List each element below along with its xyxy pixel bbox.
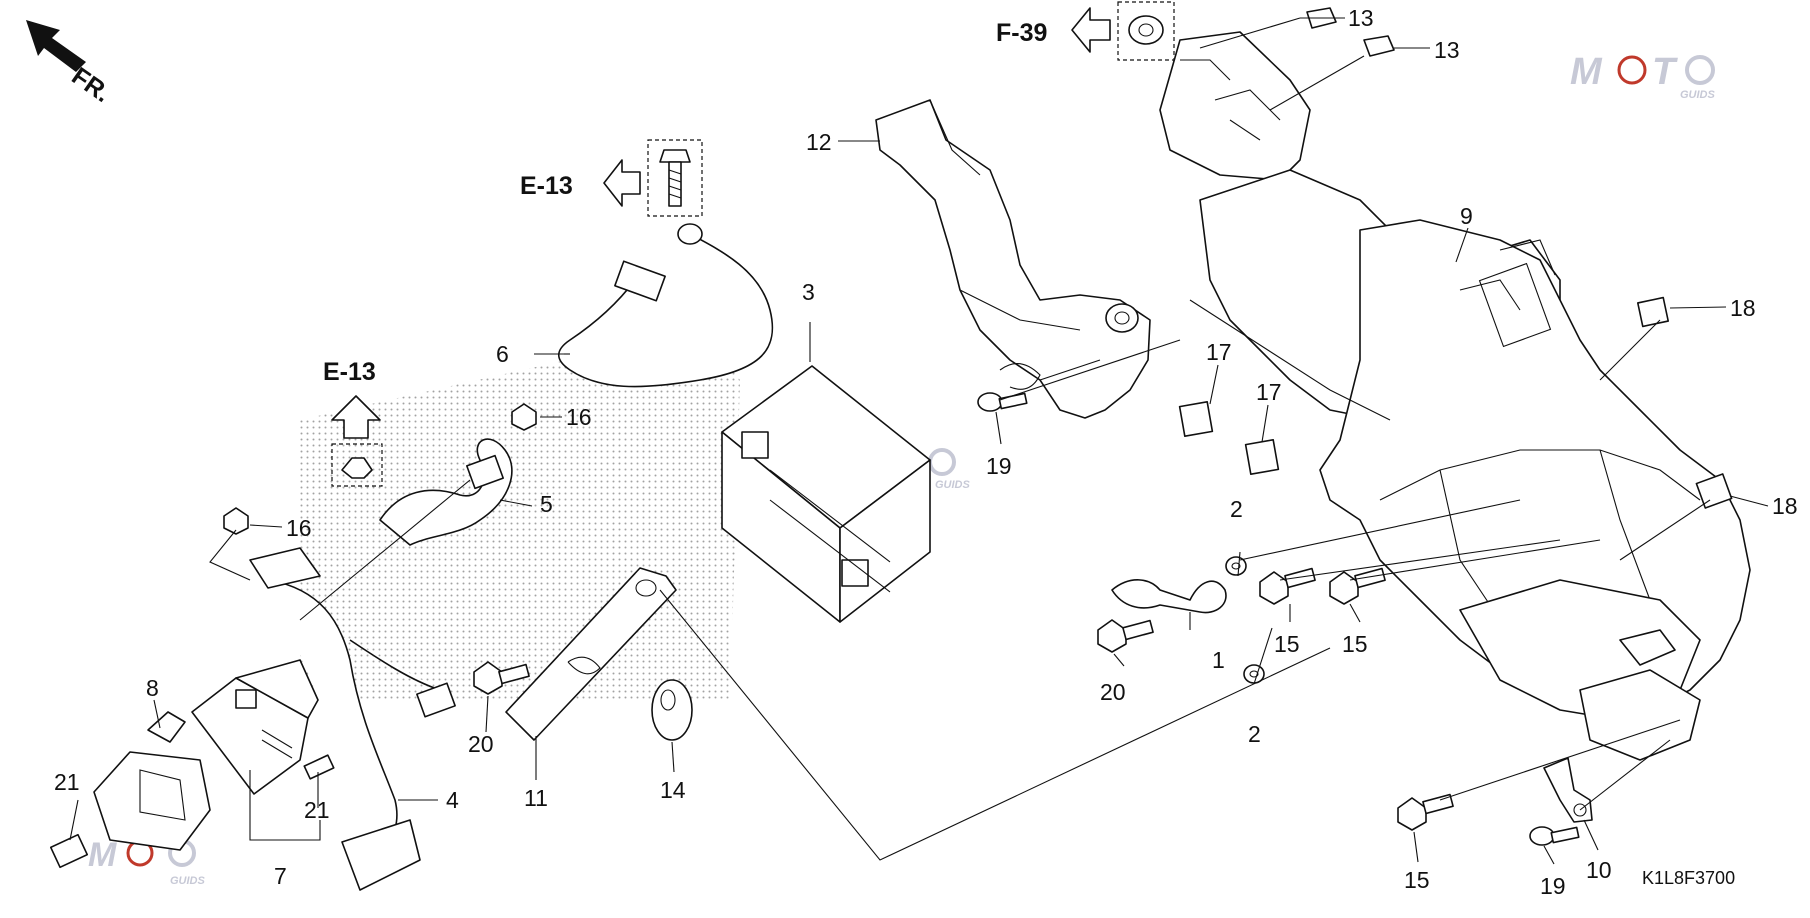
callout-5: 5: [540, 491, 553, 517]
part-18-clip-a: [1636, 296, 1670, 328]
part-21-fuse-b: [49, 833, 89, 869]
callout-2-upper: 2: [1230, 496, 1243, 522]
part-13-clip-b: [1363, 35, 1395, 57]
part-15-bolt-a: [1259, 567, 1316, 605]
callout-4: 4: [446, 787, 459, 813]
ref-f39-label: F-39: [996, 19, 1047, 47]
ref-e13-left-arrow-icon: [331, 395, 381, 439]
svg-text:GUIDS: GUIDS: [1680, 89, 1716, 101]
callout-2-lower: 2: [1248, 721, 1261, 747]
callout-19-upper: 19: [986, 453, 1012, 479]
callout-21-right: 21: [304, 797, 330, 823]
diagram-code: K1L8F3700: [1642, 868, 1735, 888]
part-19-screw-a: [977, 392, 1028, 412]
svg-text:M: M: [88, 836, 117, 874]
part-9-battery-box: [1159, 31, 1751, 761]
part-3-battery: [721, 365, 931, 623]
bolt-head-icon: [659, 149, 691, 163]
part-7-relay: [191, 659, 319, 795]
part-10-stay: [1543, 757, 1593, 823]
callout-19-lower: 19: [1540, 873, 1566, 899]
callout-6: 6: [496, 341, 509, 367]
nut-icon: [341, 457, 373, 479]
callout-13-lower: 13: [1434, 37, 1460, 63]
callout-7: 7: [274, 863, 287, 889]
part-17-plate-b: [1244, 438, 1280, 476]
callout-1: 1: [1212, 647, 1225, 673]
part-14-grommet: [651, 679, 693, 741]
callout-15-bottom: 15: [1404, 867, 1430, 893]
svg-text:GUIDS: GUIDS: [935, 479, 971, 491]
callout-8: 8: [146, 675, 159, 701]
ref-e13-upper-box: [647, 139, 703, 217]
callout-16-lower: 16: [286, 515, 312, 541]
svg-text:GUIDS: GUIDS: [170, 875, 206, 887]
part-15-bolt-b: [1329, 567, 1386, 605]
callout-18-upper: 18: [1730, 295, 1756, 321]
part-6-cable: [557, 223, 774, 388]
callout-15-right: 15: [1342, 631, 1368, 657]
part-20-bolt-a: [473, 661, 530, 695]
part-1-bracket: [1111, 579, 1227, 614]
ref-e13-upper-arrow-icon: [603, 159, 641, 207]
callout-16-upper: 16: [566, 404, 592, 430]
ref-e13-left-box: [331, 443, 383, 487]
callout-20-right: 20: [1100, 679, 1126, 705]
callout-17-right: 17: [1256, 379, 1282, 405]
part-11-holder: [505, 567, 677, 741]
ref-e13-left-label: E-13: [323, 358, 376, 386]
watermark-logo-top-right: M T GUIDS: [1570, 51, 1716, 101]
part-19-screw-b: [1529, 826, 1580, 846]
part-16-nut-b: [223, 507, 249, 535]
callout-15-left: 15: [1274, 631, 1300, 657]
part-15-bolt-c: [1397, 793, 1454, 831]
svg-text:T: T: [1652, 51, 1678, 93]
callout-13-upper: 13: [1348, 5, 1374, 31]
part-21-fuse-a: [303, 754, 335, 780]
part-12-cover: [875, 99, 1151, 419]
assembly-lines: [209, 299, 1711, 861]
watermark-logo-bottom-left: M GUIDS: [88, 836, 206, 887]
grommet-icon: [1128, 15, 1164, 45]
part-8-relay-cover: [93, 711, 211, 851]
part-4-cable: [249, 547, 456, 891]
part-17-plate-a: [1178, 400, 1214, 438]
front-direction-arrow-icon: [26, 20, 86, 72]
ref-e13-upper-label: E-13: [520, 172, 573, 200]
callout-17-left: 17: [1206, 339, 1232, 365]
callout-10: 10: [1586, 857, 1612, 883]
callout-9: 9: [1460, 203, 1473, 229]
part-16-nut-a: [511, 403, 537, 431]
svg-text:M: M: [1570, 51, 1603, 93]
part-20-bolt-b: [1097, 619, 1154, 653]
ref-f39-arrow-icon: [1071, 7, 1111, 53]
part-2-washer-a: [1225, 556, 1247, 576]
callout-18-lower: 18: [1772, 493, 1798, 519]
callout-12: 12: [806, 129, 832, 155]
callout-3: 3: [802, 279, 815, 305]
part-5-cable: [379, 438, 513, 546]
bolt-shank-icon: [668, 161, 682, 207]
callout-20-left: 20: [468, 731, 494, 757]
ref-f39-box: [1117, 1, 1175, 61]
callout-11: 11: [524, 785, 548, 811]
part-18-clip-b: [1695, 473, 1733, 509]
callout-21-left: 21: [54, 769, 80, 795]
callout-14: 14: [660, 777, 686, 803]
callout-leaders: [69, 17, 1769, 865]
